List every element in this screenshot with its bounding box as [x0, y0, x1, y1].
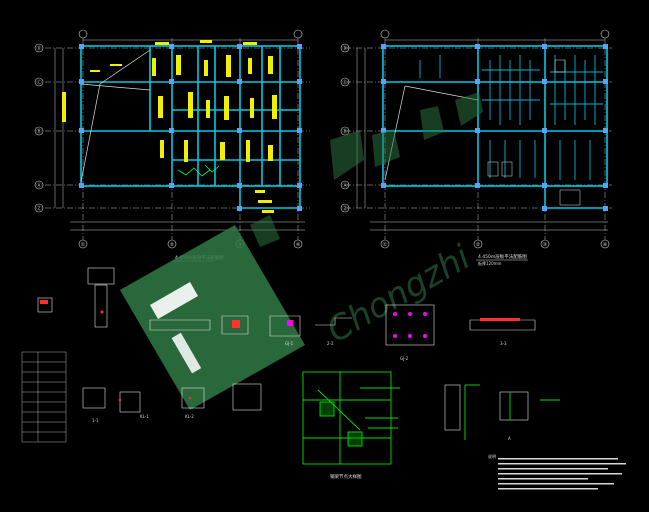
- plan-right-subtitle: 板厚120mm: [478, 260, 502, 266]
- axis-label-y-3: Ⓑ: [36, 128, 41, 135]
- plan-right: Ⓓ Ⓒ Ⓑ Ⓐ Ⓩ ① ② ③ ④ 4.450m层板平法配筋图 板厚120mm: [340, 29, 612, 266]
- axis-label-x-4: ④: [296, 242, 301, 248]
- section-label-7: 1-1: [92, 418, 99, 423]
- axis-label-y-2: Ⓒ: [342, 79, 347, 86]
- axis-label-y-1: Ⓓ: [342, 45, 347, 52]
- axis-label-y-4: Ⓐ: [342, 182, 347, 189]
- axis-label-y-2: Ⓒ: [36, 79, 41, 86]
- main-detail-title: 钢梁节点大样图: [330, 473, 362, 480]
- axis-label-x-1: ①: [383, 242, 388, 248]
- section-label-6: KL-2: [185, 414, 194, 419]
- section-label-8: A: [508, 436, 511, 441]
- axis-label-x-3: ③: [543, 242, 547, 248]
- notes-title: 说明: [488, 453, 496, 459]
- axis-label-y-1: Ⓓ: [36, 45, 41, 52]
- axis-label-y-4: Ⓐ: [36, 182, 41, 189]
- plan-right-title: 4.450m层板平法配筋图: [478, 253, 527, 260]
- section-label-1: 2-2: [327, 341, 334, 346]
- axis-label-x-1: ①: [81, 242, 86, 248]
- section-label-5: KL-1: [140, 414, 149, 419]
- section-label-3: GJ-2: [400, 356, 409, 361]
- section-label-4: 3-3: [500, 341, 507, 346]
- axis-label-x-2: ②: [476, 242, 481, 248]
- axis-label-x-2: ②: [170, 242, 175, 248]
- axis-label-y-5: Ⓩ: [36, 205, 41, 212]
- details-area: 2-2 GJ-1 GJ-2 3-3 KL-1 KL-2 1-1 A 钢梁节点大样…: [21, 267, 626, 490]
- logo-roof-icon: [150, 282, 198, 319]
- axis-label-x-4: ④: [603, 242, 608, 248]
- section-label-2: GJ-1: [285, 341, 294, 346]
- axis-label-y-5: Ⓩ: [342, 205, 347, 212]
- axis-label-y-3: Ⓑ: [342, 128, 347, 135]
